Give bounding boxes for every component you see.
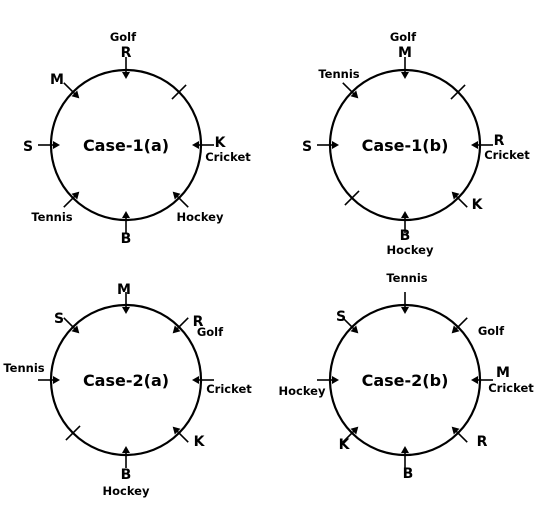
person-label: R	[193, 314, 204, 330]
seat-arrow	[176, 317, 189, 330]
person-label: K	[472, 197, 484, 213]
seat-arrow	[455, 195, 468, 208]
seat-arrow	[342, 317, 355, 330]
arrowhead-icon	[471, 141, 478, 149]
person-label: S	[23, 139, 33, 155]
person-label: M	[50, 72, 64, 88]
arrowhead-icon	[172, 191, 181, 200]
sport-label: Hockey	[103, 484, 150, 498]
sport-label: Tennis	[31, 210, 72, 224]
arrowhead-icon	[71, 325, 80, 334]
person-label: M	[398, 45, 412, 61]
arrowhead-icon	[122, 72, 130, 79]
sport-label: Golf	[390, 30, 417, 44]
sport-label: Golf	[478, 324, 505, 338]
arrowhead-icon	[122, 307, 130, 314]
sport-label: Tennis	[318, 67, 359, 81]
person-label: S	[302, 139, 312, 155]
sport-label: Tennis	[3, 361, 44, 375]
person-label: B	[400, 228, 411, 244]
person-label: K	[339, 437, 351, 453]
arrowhead-icon	[451, 426, 460, 435]
arrowhead-icon	[192, 141, 199, 149]
seat-arrow	[63, 317, 76, 330]
arrowhead-icon	[122, 446, 130, 453]
person-label: R	[121, 45, 132, 61]
sport-label: Cricket	[488, 381, 534, 395]
arrowhead-icon	[332, 376, 339, 384]
seat-arrow	[342, 82, 355, 95]
seat-arrow	[455, 317, 468, 330]
arrowhead-icon	[71, 191, 80, 200]
arrowhead-icon	[401, 307, 409, 314]
empty-seat-mark	[450, 84, 466, 100]
arrowhead-icon	[350, 426, 359, 435]
empty-seat-mark	[65, 425, 81, 441]
case-label: Case-1(a)	[83, 136, 169, 155]
person-label: R	[477, 434, 488, 450]
sport-label: Cricket	[205, 150, 251, 164]
arrowhead-icon	[471, 376, 478, 384]
seat-arrow	[176, 430, 189, 443]
person-label: R	[494, 133, 505, 149]
sport-label: Cricket	[206, 382, 252, 396]
arrowhead-icon	[53, 376, 60, 384]
seat-arrow	[63, 195, 76, 208]
arrowhead-icon	[192, 376, 199, 384]
sport-label: Hockey	[387, 243, 434, 257]
arrowhead-icon	[332, 141, 339, 149]
seat-arrow	[63, 82, 76, 95]
empty-seat-mark	[171, 84, 187, 100]
person-label: K	[194, 434, 206, 450]
arrowhead-icon	[451, 325, 460, 334]
arrowhead-icon	[71, 90, 80, 99]
empty-seat-mark	[344, 190, 360, 206]
sport-label: Golf	[197, 325, 224, 339]
person-label: S	[336, 309, 346, 325]
sport-label: Hockey	[279, 384, 326, 398]
arrowhead-icon	[172, 426, 181, 435]
person-label: B	[403, 466, 414, 482]
case-label: Case-1(b)	[362, 136, 449, 155]
sport-label: Golf	[110, 30, 137, 44]
sport-label: Cricket	[484, 148, 530, 162]
seat-arrow	[342, 430, 355, 443]
person-label: B	[121, 467, 132, 483]
arrowhead-icon	[401, 211, 409, 218]
arrowhead-icon	[53, 141, 60, 149]
arrowhead-icon	[401, 72, 409, 79]
seat-arrow	[176, 195, 189, 208]
person-label: M	[496, 365, 510, 381]
person-label: M	[117, 282, 131, 298]
seat-arrow	[455, 430, 468, 443]
arrowhead-icon	[401, 446, 409, 453]
case-label: Case-2(a)	[83, 371, 169, 390]
arrowhead-icon	[350, 90, 359, 99]
arrowhead-icon	[451, 191, 460, 200]
person-label: S	[54, 311, 64, 327]
sport-label: Hockey	[177, 210, 224, 224]
arrowhead-icon	[122, 211, 130, 218]
person-label: K	[215, 135, 227, 151]
sport-label: Tennis	[386, 271, 427, 285]
case-label: Case-2(b)	[362, 371, 449, 390]
person-label: B	[121, 231, 132, 247]
arrowhead-icon	[350, 325, 359, 334]
arrowhead-icon	[172, 325, 181, 334]
